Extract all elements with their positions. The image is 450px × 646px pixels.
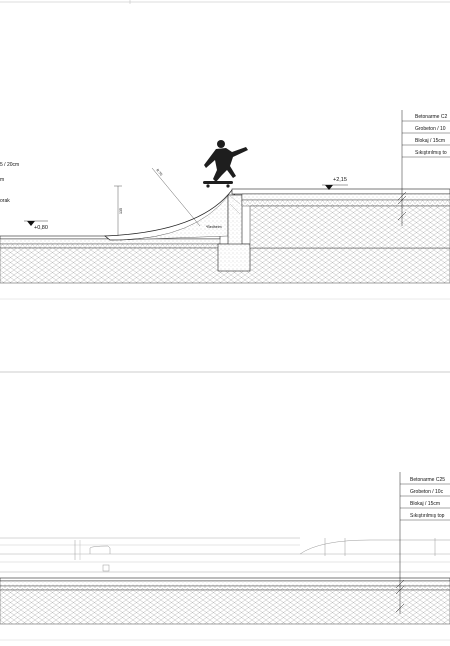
- fill-label: *Bedheim: [206, 225, 222, 229]
- layer-note-concrete: Betonarme C2: [415, 114, 447, 120]
- wall-footing: [217, 243, 251, 272]
- grobeton-upper: [241, 193, 450, 201]
- elevation-marker-left-icon: [27, 221, 35, 226]
- layer-note-grobeton-bottom: Grobeton / 10c: [410, 489, 444, 495]
- radius-leader: [151, 167, 201, 227]
- left-note-2: m: [0, 177, 4, 183]
- grobeton-bottom: [0, 580, 450, 587]
- dim-radius-label: R:70: [155, 168, 163, 176]
- section-top: 5 / 20cm m orak *Bedheim 135 R:70 +0,80: [0, 110, 450, 284]
- layer-note-grobeton: Grobeton / 10: [415, 126, 446, 132]
- concrete-slab-upper: [231, 188, 450, 195]
- blokaj-upper: [241, 199, 450, 207]
- retaining-wall: [227, 194, 243, 248]
- soil-upper: [249, 205, 450, 249]
- blokaj-bottom: [0, 585, 450, 591]
- skateboarder-silhouette-icon: [203, 140, 248, 188]
- layer-note-concrete-bottom: Betonarme C25: [410, 477, 445, 483]
- bench-outline: [89, 545, 111, 554]
- section-bottom: Betonarme C25 Grobeton / 10c Blokaj / 15…: [0, 472, 450, 625]
- layer-note-soil: Sıkıştırılmış to: [415, 150, 447, 156]
- layer-note-blokaj: Blokaj / 15cm: [415, 138, 445, 144]
- layer-note-blokaj-bottom: Blokaj / 15cm: [410, 501, 440, 507]
- ramp-outline-distant: [299, 539, 450, 555]
- elevation-marker-right-icon: [325, 185, 333, 190]
- soil-bottom: [0, 589, 450, 625]
- left-note-3: orak: [0, 198, 10, 204]
- left-note-1: 5 / 20cm: [0, 162, 19, 168]
- elevation-right: +2,15: [333, 177, 347, 183]
- elevation-left: +0,80: [34, 225, 48, 231]
- concrete-slab-bottom: [0, 577, 450, 582]
- layer-note-soil-bottom: Sıkıştırılmış top: [410, 513, 445, 519]
- dim-vertical-label: 135: [119, 208, 123, 214]
